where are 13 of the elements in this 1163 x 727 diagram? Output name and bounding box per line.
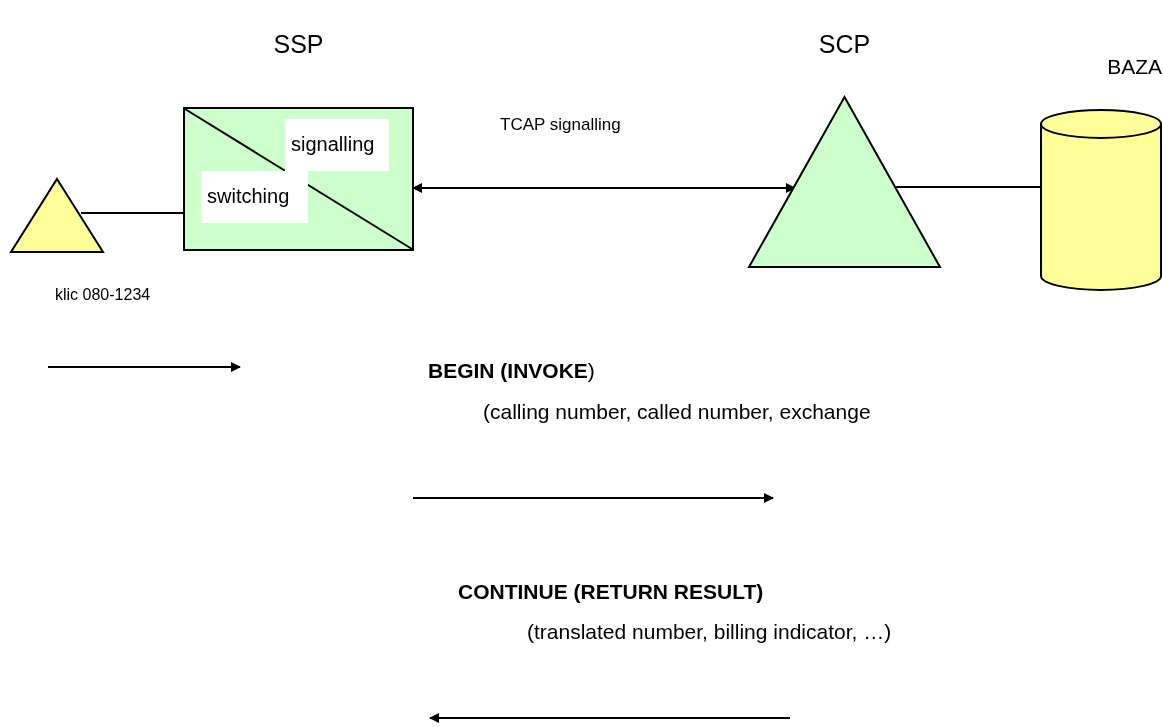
terminal-triangle: [10, 178, 104, 253]
node-heading: BAZA: [1107, 55, 1162, 79]
message-title: CONTINUE (RETURN RESULT): [458, 580, 764, 604]
message-parameters: (calling number, called number, exchange: [483, 400, 871, 424]
function-label: switching: [201, 171, 308, 223]
call-label: klic 080-1234: [55, 286, 151, 304]
connector-line: [80, 212, 184, 214]
node-heading: SCP: [817, 30, 872, 59]
edge-label: TCAP signalling: [500, 115, 621, 135]
message-parameters: (translated number, billing indicator, …): [527, 620, 892, 644]
node-heading: SSP: [272, 30, 325, 59]
message-title: BEGIN (INVOKE): [428, 359, 595, 383]
function-label: signalling: [285, 119, 389, 171]
